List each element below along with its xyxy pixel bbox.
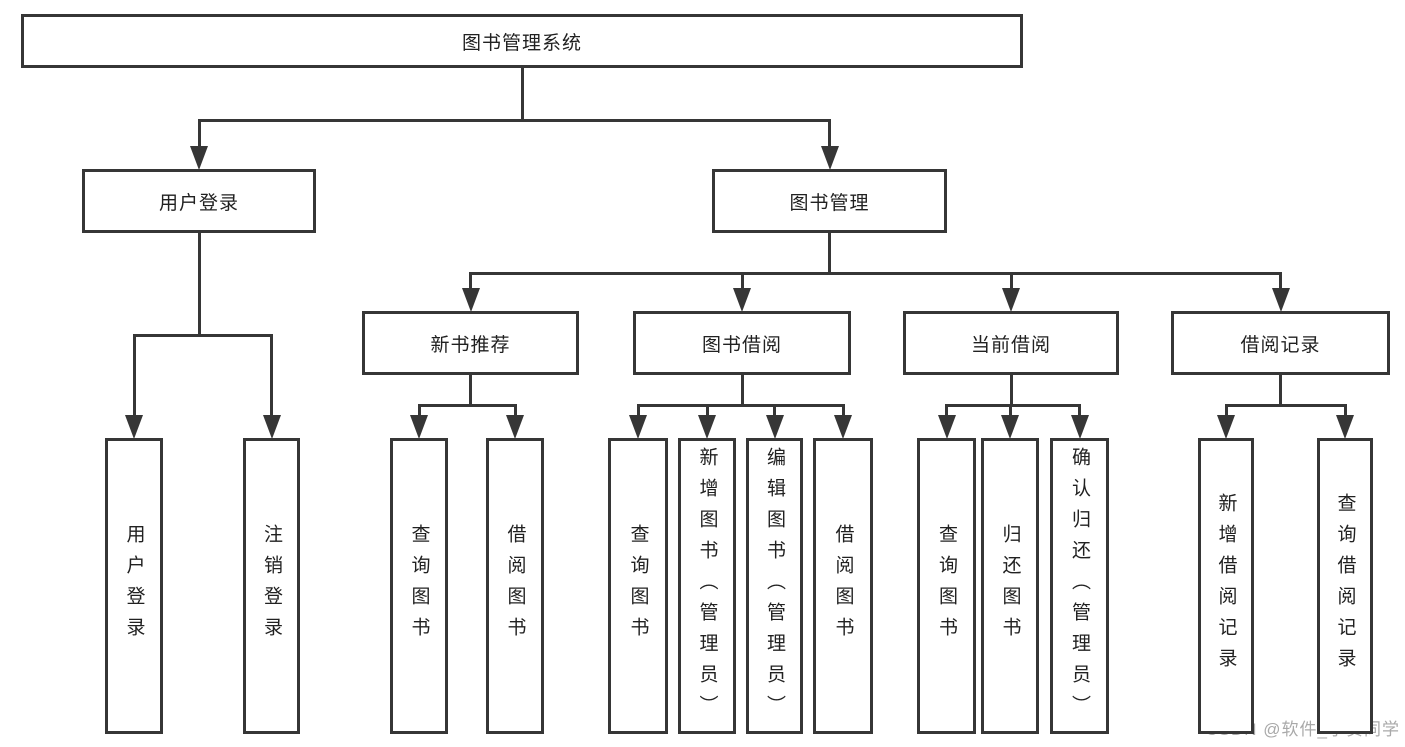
node-leaf-cb-confirm: 确认归还（管理员） (1050, 438, 1109, 734)
connector-line (1009, 375, 1013, 405)
node-current-borrow: 当前借阅 (903, 311, 1119, 375)
arrowhead-down-icon (1336, 415, 1354, 439)
node-leaf-nb-borrow: 借阅图书 (486, 438, 544, 734)
node-new-book-rec-label: 新书推荐 (430, 334, 511, 356)
connector-line (417, 405, 421, 422)
node-leaf-br-add: 新增借阅记录 (1198, 438, 1254, 734)
node-book-mgmt-label: 图书管理 (789, 192, 870, 214)
arrowhead-down-icon (262, 415, 281, 439)
connector-line (636, 405, 640, 422)
connector-line (469, 273, 472, 295)
node-leaf-nb-borrow-label: 借阅图书 (504, 524, 526, 648)
connector-line (513, 405, 517, 422)
node-book-borrow-label: 图书借阅 (701, 334, 782, 356)
connector-line (197, 120, 201, 153)
connector-line (636, 403, 845, 407)
node-root: 图书管理系统 (21, 14, 1023, 68)
arrowhead-down-icon (190, 146, 208, 170)
arrowhead-down-icon (506, 415, 524, 439)
connector-line (705, 405, 709, 422)
connector-line (1008, 405, 1012, 422)
arrowhead-down-icon (1002, 288, 1020, 312)
connector-line (1279, 273, 1282, 295)
node-leaf-cb-query: 查询图书 (917, 438, 976, 734)
connector-line (1009, 273, 1013, 295)
connector-line (945, 405, 948, 422)
arrowhead-down-icon (461, 288, 480, 312)
node-user-login: 用户登录 (82, 169, 316, 233)
node-current-borrow-label: 当前借阅 (970, 334, 1051, 356)
node-borrow-records-label: 借阅记录 (1240, 334, 1321, 356)
node-leaf-bb-edit-label: 编辑图书（管理员） (764, 446, 785, 726)
connector-line (1224, 403, 1347, 407)
node-leaf-bb-borrow: 借阅图书 (813, 438, 873, 734)
connector-line (469, 375, 472, 405)
connector-line (197, 233, 201, 335)
connector-line (945, 403, 1081, 407)
node-leaf-cb-return: 归还图书 (981, 438, 1039, 734)
arrowhead-down-icon (820, 146, 839, 170)
connector-line (773, 405, 776, 422)
connector-line (469, 271, 1282, 275)
node-leaf-user-login-label: 用户登录 (123, 524, 145, 648)
connector-line (270, 335, 273, 422)
arrowhead-down-icon (834, 415, 852, 439)
node-leaf-cb-query-label: 查询图书 (936, 524, 957, 648)
node-borrow-records: 借阅记录 (1171, 311, 1390, 375)
arrowhead-down-icon (1271, 288, 1290, 312)
connector-line (828, 120, 831, 153)
connector-line (197, 118, 831, 122)
connector-line (1224, 405, 1228, 422)
arrowhead-down-icon (1217, 415, 1235, 439)
arrowhead-down-icon (629, 415, 647, 439)
arrowhead-down-icon (1070, 415, 1089, 439)
connector-line (520, 68, 524, 120)
node-user-login-label: 用户登录 (158, 192, 239, 214)
node-leaf-bb-query-label: 查询图书 (627, 524, 649, 648)
node-leaf-bb-query: 查询图书 (608, 438, 668, 734)
node-leaf-br-query-label: 查询借阅记录 (1334, 493, 1356, 679)
node-leaf-cb-confirm-label: 确认归还（管理员） (1069, 446, 1090, 726)
node-leaf-logout-label: 注销登录 (261, 524, 282, 648)
node-leaf-bb-add-label: 新增图书（管理员） (696, 446, 718, 726)
node-leaf-bb-borrow-label: 借阅图书 (832, 524, 854, 648)
node-book-mgmt: 图书管理 (712, 169, 947, 233)
node-leaf-user-login: 用户登录 (105, 438, 163, 734)
arrowhead-down-icon (733, 288, 751, 312)
node-book-borrow: 图书借阅 (633, 311, 851, 375)
connector-line (1343, 405, 1347, 422)
arrowhead-down-icon (1001, 415, 1019, 439)
arrowhead-down-icon (125, 415, 143, 439)
connector-line (132, 333, 273, 337)
connector-line (1279, 375, 1282, 405)
node-leaf-cb-return-label: 归还图书 (999, 524, 1021, 648)
node-leaf-br-add-label: 新增借阅记录 (1215, 493, 1237, 679)
connector-line (1078, 405, 1081, 422)
connector-line (740, 273, 744, 295)
connector-line (417, 403, 517, 407)
node-leaf-bb-edit: 编辑图书（管理员） (746, 438, 803, 734)
node-leaf-nb-query: 查询图书 (390, 438, 448, 734)
node-root-label: 图书管理系统 (461, 32, 582, 54)
connector-line (132, 335, 136, 422)
arrowhead-down-icon (765, 415, 784, 439)
arrowhead-down-icon (698, 415, 716, 439)
node-leaf-logout: 注销登录 (243, 438, 300, 734)
node-leaf-nb-query-label: 查询图书 (408, 524, 430, 648)
connector-line (841, 405, 845, 422)
connector-line (740, 375, 744, 405)
arrowhead-down-icon (937, 415, 956, 439)
arrowhead-down-icon (410, 415, 428, 439)
node-new-book-rec: 新书推荐 (362, 311, 579, 375)
node-leaf-bb-add: 新增图书（管理员） (678, 438, 736, 734)
connector-line (828, 233, 831, 273)
node-leaf-br-query: 查询借阅记录 (1317, 438, 1373, 734)
